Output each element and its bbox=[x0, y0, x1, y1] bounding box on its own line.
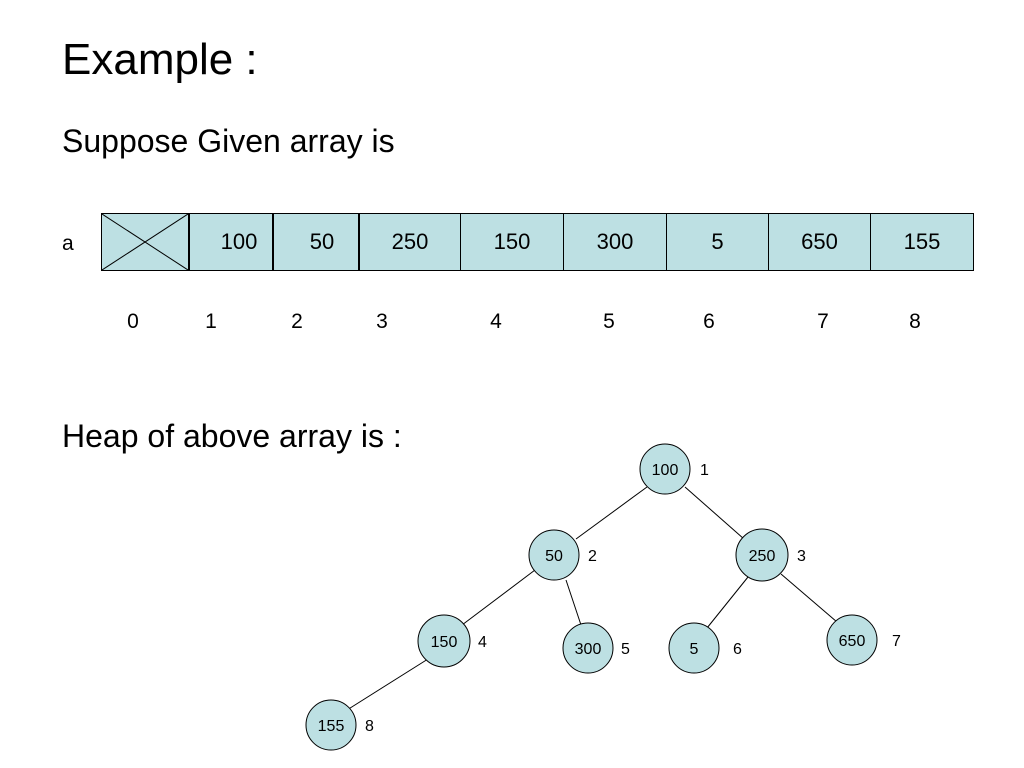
heap-node: 5 6 bbox=[668, 622, 742, 674]
heap-node-position: 3 bbox=[797, 548, 806, 565]
array-index-7: 7 bbox=[817, 310, 829, 333]
array-cell-3: 250 bbox=[359, 213, 461, 271]
heap-node-value: 150 bbox=[431, 634, 458, 651]
page-title: Example : bbox=[62, 35, 258, 84]
array-caption: Suppose Given array is bbox=[62, 123, 395, 159]
array-cell-0-crossed bbox=[101, 213, 189, 271]
array-index-6: 6 bbox=[703, 310, 715, 333]
heap-node-value: 5 bbox=[690, 641, 699, 658]
heap-node-value: 100 bbox=[652, 462, 679, 479]
heap-node-value: 650 bbox=[839, 633, 866, 650]
heap-node: 300 5 bbox=[562, 622, 630, 674]
edge-100-50 bbox=[575, 486, 648, 540]
array-cell-2: 50 bbox=[273, 213, 359, 271]
heap-caption: Heap of above array is : bbox=[62, 418, 402, 454]
array-cell-8: 155 bbox=[870, 213, 974, 271]
edge-50-150 bbox=[461, 569, 536, 626]
array-cell-6: 5 bbox=[666, 213, 769, 271]
heap-node-position: 7 bbox=[892, 633, 901, 650]
array-cell-4: 150 bbox=[460, 213, 564, 271]
heap-node-position: 4 bbox=[478, 634, 487, 651]
array-index-4: 4 bbox=[490, 310, 502, 333]
heap-node: 250 3 bbox=[735, 528, 806, 582]
heap-node-value: 250 bbox=[749, 548, 776, 565]
array-index-1: 1 bbox=[205, 310, 217, 333]
heap-node: 50 2 bbox=[528, 529, 597, 581]
array-index-8: 8 bbox=[909, 310, 921, 333]
array-index-5: 5 bbox=[603, 310, 615, 333]
array-name-label: a bbox=[62, 232, 74, 255]
array-index-3: 3 bbox=[376, 310, 388, 333]
edge-250-650 bbox=[780, 573, 838, 623]
heap-node-value: 300 bbox=[575, 641, 602, 658]
edge-150-155 bbox=[346, 658, 429, 711]
heap-node: 155 8 bbox=[305, 699, 374, 751]
array-index-0: 0 bbox=[127, 310, 139, 333]
edge-100-250 bbox=[684, 486, 745, 540]
array-cell-5: 300 bbox=[563, 213, 667, 271]
heap-node-position: 6 bbox=[733, 641, 742, 658]
heap-node-position: 5 bbox=[621, 641, 630, 658]
heap-node-position: 1 bbox=[700, 462, 709, 479]
heap-node: 100 1 bbox=[639, 443, 709, 495]
array-cell-7: 650 bbox=[768, 213, 871, 271]
heap-edges bbox=[346, 486, 838, 711]
heap-node-value: 155 bbox=[318, 718, 345, 735]
edge-250-5 bbox=[706, 576, 749, 629]
heap-node-value: 50 bbox=[545, 548, 563, 565]
edge-50-300 bbox=[565, 579, 582, 626]
heap-node: 650 7 bbox=[826, 614, 901, 666]
heap-node-position: 8 bbox=[365, 718, 374, 735]
array-index-2: 2 bbox=[291, 310, 303, 333]
cross-mark-icon bbox=[102, 214, 188, 270]
heap-node: 150 4 bbox=[417, 614, 487, 668]
heap-node-position: 2 bbox=[588, 548, 597, 565]
array-cell-1: 100 bbox=[189, 213, 273, 271]
